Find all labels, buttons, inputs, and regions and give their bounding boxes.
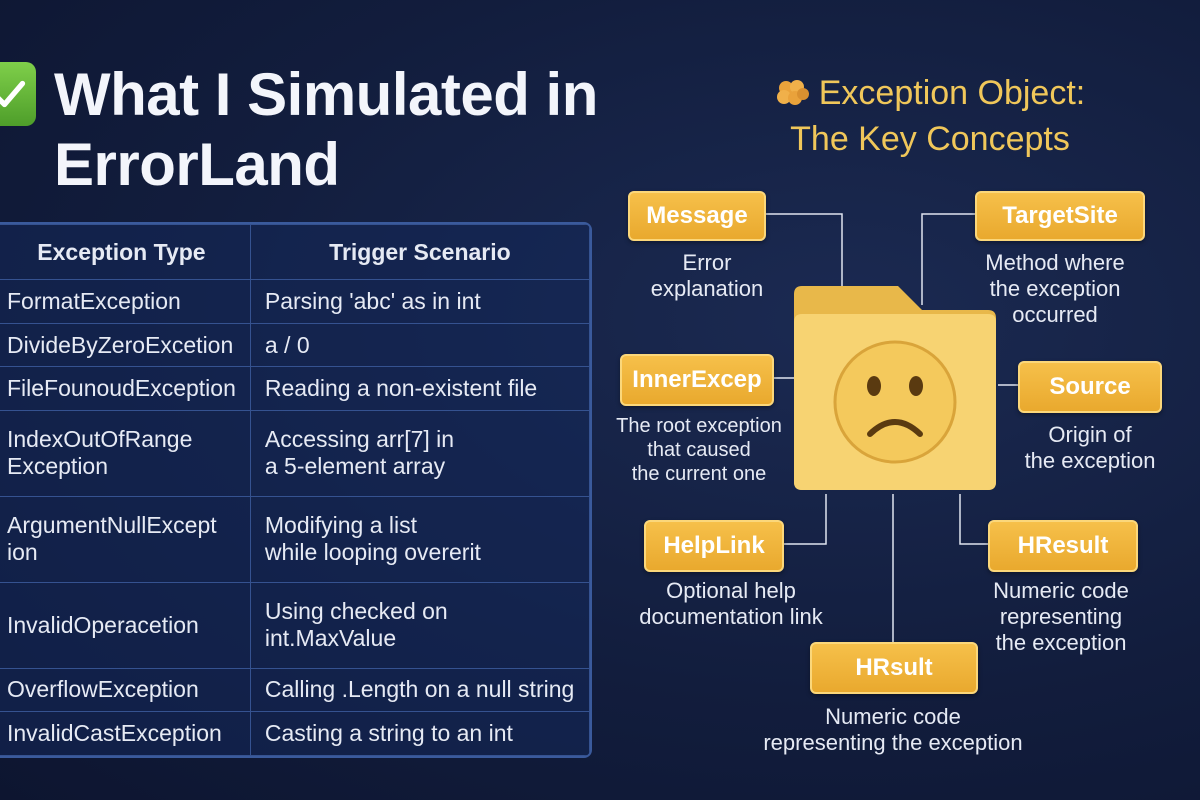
node-source-desc: Origin of the exception xyxy=(1024,422,1156,473)
node-message: Message xyxy=(628,191,766,241)
trigger-scenario-cell: Accessing arr[7] in a 5-element array xyxy=(249,410,590,497)
node-message-desc: Error explanation xyxy=(650,250,764,301)
node-targetsite-desc: Method where the exception occurred xyxy=(985,250,1125,327)
node-targetsite: TargetSite xyxy=(975,191,1145,241)
trigger-scenario-cell: Using checked on int.MaxValue xyxy=(249,581,590,669)
column-header-trigger-scenario: Trigger Scenario xyxy=(249,224,590,280)
trigger-scenario-cell: Calling .Length on a null string xyxy=(249,667,590,713)
node-helplink-desc: Optional help documentation link xyxy=(639,578,823,629)
node-source: Source xyxy=(1018,361,1162,413)
trigger-scenario-cell: Reading a non-existent file xyxy=(249,366,590,412)
column-header-exception-type: Exception Type xyxy=(0,224,251,280)
exception-type-cell: OverflowException xyxy=(0,667,251,713)
trigger-scenario-cell: Casting a string to an int xyxy=(249,711,590,756)
exception-type-cell: DivideByZeroExcetion xyxy=(0,322,251,368)
trigger-scenario-cell: Modifying a list while looping overerit xyxy=(249,495,590,583)
exception-type-cell: InvalidOperacetion xyxy=(0,581,251,669)
trigger-scenario-cell: a / 0 xyxy=(249,322,590,368)
exception-table: Exception Type Trigger Scenario FormatEx… xyxy=(0,222,592,758)
exception-type-cell: ArgumentNullExcept ion xyxy=(0,495,251,583)
trigger-scenario-cell: Parsing 'abc' as in int xyxy=(249,279,590,324)
node-hresult-desc: Numeric code representing the exception xyxy=(993,578,1129,655)
node-hresult: HResult xyxy=(988,520,1138,572)
node-helplink: HelpLink xyxy=(644,520,784,572)
diagram-title-line2: The Key Concepts xyxy=(790,120,1070,158)
connector-hresult xyxy=(959,494,988,545)
check-mark-icon xyxy=(0,62,36,126)
diagram-title-line1: Exception Object: xyxy=(818,74,1086,112)
node-hrsult-desc: Numeric code representing the exception xyxy=(763,704,1023,755)
connector-helplink xyxy=(780,494,827,545)
page-title: What I Simulated in ErrorLand xyxy=(54,61,598,198)
node-innerexcep: InnerExcep xyxy=(620,354,774,406)
exception-type-cell: FileFounoudException xyxy=(0,366,251,412)
diagram-title: Exception Object: The Key Concepts xyxy=(700,70,1160,162)
sad-folder-icon xyxy=(790,282,1000,494)
table-header-row: Exception Type Trigger Scenario xyxy=(0,224,590,280)
exception-type-cell: FormatException xyxy=(0,279,251,324)
node-innerexcep-desc: The root exception that caused the curre… xyxy=(616,415,782,485)
exception-type-cell: InvalidCastException xyxy=(0,711,251,756)
node-hrsult: HRsult xyxy=(810,642,978,694)
brain-icon xyxy=(775,74,811,105)
exception-type-cell: IndexOutOfRange Exception xyxy=(0,410,251,497)
